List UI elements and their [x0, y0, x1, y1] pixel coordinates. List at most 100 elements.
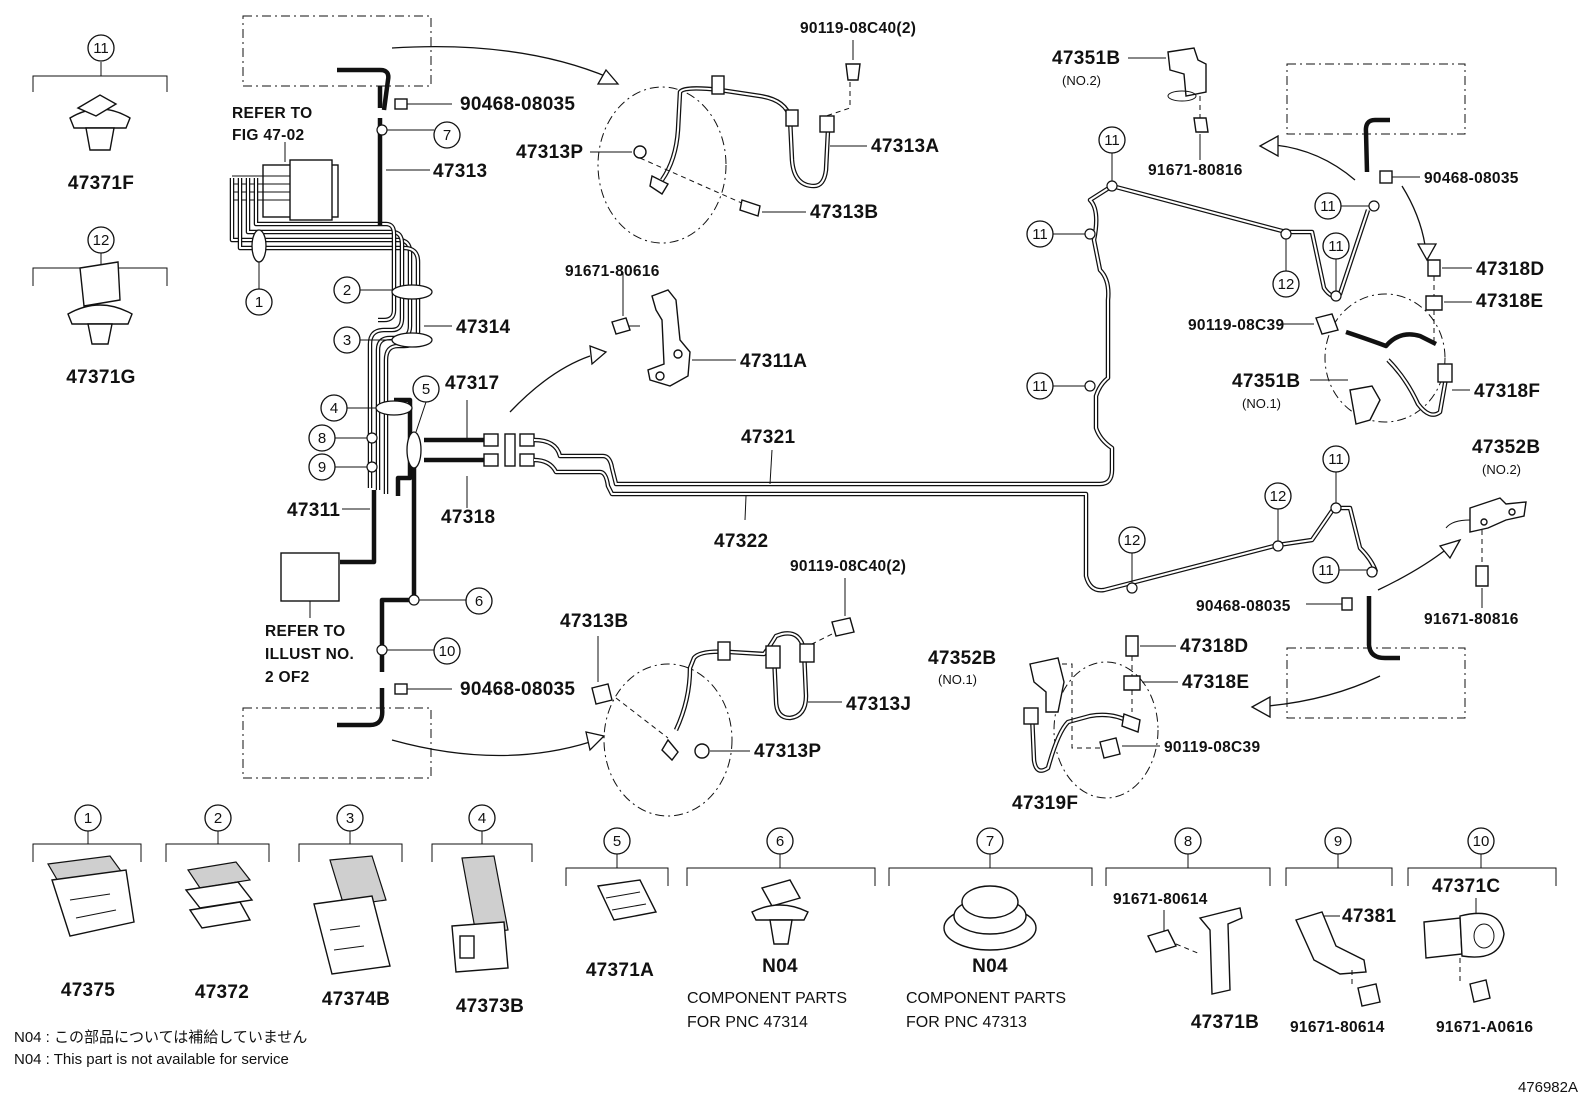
part-label-91671-80816-top: 91671-80816: [1148, 162, 1243, 179]
part-sublabel-no2-a: (NO.2): [1062, 73, 1101, 88]
svg-text:11: 11: [1104, 132, 1120, 149]
legend-item-3: 3 47374B: [298, 804, 403, 1010]
legend-part-N04-b: N04: [972, 956, 1008, 977]
refer-fig-line2: FIG 47-02: [232, 127, 304, 144]
svg-text:6: 6: [776, 833, 784, 850]
part-label-47314: 47314: [456, 317, 510, 338]
svg-text:2: 2: [214, 810, 222, 827]
svg-text:8: 8: [318, 430, 326, 447]
right-callouts: 11 11 11 12 11 11 12 12 11 11: [1026, 126, 1369, 584]
svg-text:4: 4: [330, 400, 338, 417]
svg-text:12: 12: [1124, 532, 1141, 549]
callout-11-label: 11: [93, 40, 109, 57]
refer-illust-line1: REFER TO: [265, 623, 345, 640]
part-label-47313: 47313: [433, 161, 487, 182]
svg-text:1: 1: [255, 294, 263, 311]
svg-text:9: 9: [1334, 833, 1342, 850]
legend-item-7: 7 N04 COMPONENT PARTS FOR PNC 47313: [888, 827, 1093, 1031]
part-label-90468-b: 90468-08035: [460, 679, 575, 700]
legend-extra-47371C: 47371C: [1432, 876, 1500, 897]
part-label-47318D-bottom: 47318D: [1180, 636, 1248, 657]
part-label-47322: 47322: [714, 531, 768, 552]
part-label-90119-08C40-top: 90119-08C40(2): [800, 20, 916, 37]
part-label-47318: 47318: [441, 507, 495, 528]
legend-part-47373B: 47373B: [456, 996, 524, 1017]
svg-text:5: 5: [613, 833, 621, 850]
clip-panel-11: 11 47371F: [32, 34, 168, 194]
part-label-47311: 47311: [287, 500, 340, 521]
svg-text:12: 12: [1270, 488, 1287, 505]
part-label-47351B-no2: 47351B: [1052, 48, 1120, 69]
legend-item-9: 9 47381 91671-80614: [1285, 827, 1396, 1036]
svg-text:6: 6: [475, 593, 483, 610]
legend-item-5: 5 47371A: [565, 827, 669, 981]
svg-text:2: 2: [343, 282, 351, 299]
part-label-47351B-no1: 47351B: [1232, 371, 1300, 392]
legend-item-2: 2 47372: [165, 804, 270, 1003]
front-hose-top: [597, 63, 861, 244]
part-label-47321: 47321: [741, 427, 795, 448]
part-label-91671-80816-bottom: 91671-80816: [1424, 611, 1519, 628]
svg-text:3: 3: [346, 810, 354, 827]
svg-text:8: 8: [1184, 833, 1192, 850]
part-sublabel-no1-a: (NO.1): [1242, 396, 1281, 411]
svg-text:7: 7: [443, 127, 451, 144]
legend-item-10: 10 47371C 91671-A0616: [1407, 827, 1557, 1036]
legend-part-91671-A0616: 91671-A0616: [1436, 1019, 1533, 1036]
legend-part-47371A: 47371A: [586, 960, 654, 981]
legend-part-47372: 47372: [195, 982, 249, 1003]
ref-box-top-right: [1258, 63, 1466, 262]
legend-item-6: 6 N04 COMPONENT PARTS FOR PNC 47314: [686, 827, 876, 1031]
part-sublabel-no1-b: (NO.1): [938, 672, 977, 687]
svg-text:11: 11: [1328, 238, 1344, 255]
refer-fig-line1: REFER TO: [232, 105, 312, 122]
svg-text:11: 11: [1032, 378, 1048, 395]
part-label-47313P-top: 47313P: [516, 142, 583, 163]
rear-hose-bottom: [1023, 497, 1527, 799]
part-label-47313A: 47313A: [871, 136, 939, 157]
legend-part-91671-80614-b: 91671-80614: [1290, 1019, 1385, 1036]
legend-extra-91671-80614-a: 91671-80614: [1113, 891, 1208, 908]
legend-note-7-line2: FOR PNC 47313: [906, 1014, 1027, 1031]
svg-text:11: 11: [1318, 562, 1334, 579]
legend-part-47371B: 47371B: [1191, 1012, 1259, 1033]
part-label-47371G: 47371G: [66, 367, 135, 388]
part-label-47313P-bottom: 47313P: [754, 741, 821, 762]
part-label-47318E-bottom: 47318E: [1182, 672, 1249, 693]
part-label-47352B-no1: 47352B: [928, 648, 996, 669]
legend-part-47374B: 47374B: [322, 989, 390, 1010]
legend-item-8: 8 91671-80614 47371B: [1105, 827, 1271, 1033]
clip-panel-12: 12 47371G: [32, 226, 168, 388]
part-label-47318F: 47318F: [1474, 381, 1540, 402]
part-sublabel-no2-b: (NO.2): [1482, 462, 1521, 477]
part-label-47313J: 47313J: [846, 694, 911, 715]
part-label-90119-08C40-bottom: 90119-08C40(2): [790, 558, 906, 575]
part-label-47313B-top: 47313B: [810, 202, 878, 223]
part-label-47319F: 47319F: [1012, 793, 1078, 814]
legend-part-47375: 47375: [61, 980, 115, 1001]
svg-text:9: 9: [318, 459, 326, 476]
footnote-english: N04 : This part is not available for ser…: [14, 1051, 289, 1068]
part-label-47371F: 47371F: [68, 173, 134, 194]
part-label-47318E-top: 47318E: [1476, 291, 1543, 312]
legend-item-1: 1 47375: [32, 804, 142, 1001]
footnote-japanese: N04 : この部品については補給していません: [14, 1029, 307, 1046]
legend-item-4: 4 47373B: [431, 804, 533, 1017]
svg-text:3: 3: [343, 332, 351, 349]
part-label-90119-08C39-bottom: 90119-08C39: [1164, 739, 1260, 756]
legend-part-N04-a: N04: [762, 956, 798, 977]
svg-text:10: 10: [439, 643, 456, 660]
bracket-47311A: [611, 272, 691, 387]
part-label-47352B-no2: 47352B: [1472, 437, 1540, 458]
svg-text:11: 11: [1328, 451, 1344, 468]
figure-id: 476982A: [1518, 1079, 1578, 1096]
legend-note-6-line2: FOR PNC 47314: [687, 1014, 808, 1031]
svg-text:12: 12: [1278, 276, 1295, 293]
svg-text:10: 10: [1473, 833, 1490, 850]
part-label-90468-a: 90468-08035: [460, 94, 575, 115]
svg-text:4: 4: [478, 810, 486, 827]
legend-note-7-line1: COMPONENT PARTS: [906, 990, 1066, 1007]
part-label-47313B-bottom: 47313B: [560, 611, 628, 632]
svg-text:11: 11: [1320, 198, 1336, 215]
